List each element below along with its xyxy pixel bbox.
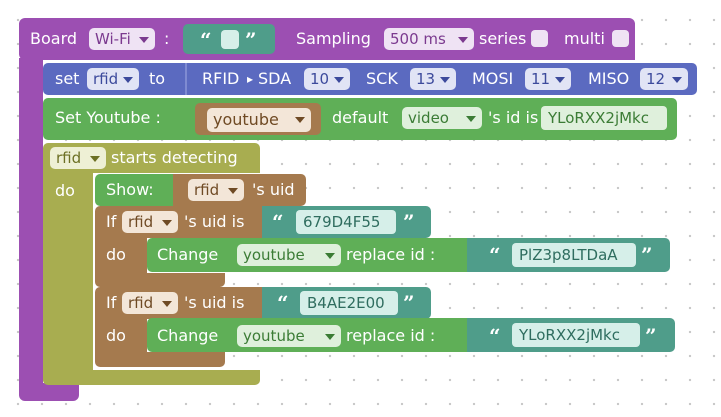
change-2-replace-label: replace id : (346, 326, 436, 345)
sampling-dropdown[interactable]: 500 ms (384, 28, 474, 50)
default-video-id-field[interactable]: YLoRXX2jMkc (541, 106, 667, 130)
quote-open-icon: “ (489, 324, 501, 348)
youtube-variable-dropdown[interactable]: youtube (207, 108, 311, 132)
if-block-1-spine (95, 236, 147, 280)
sampling-label: Sampling (296, 29, 371, 48)
change-1-id-field[interactable]: PlZ3p8LTDaA (512, 243, 636, 267)
detect-block-footer (43, 370, 260, 385)
to-label: to (149, 69, 166, 88)
starts-detecting-label: starts detecting (111, 148, 238, 167)
show-label: Show: (106, 180, 154, 199)
separator-icon: ▸ (247, 72, 254, 86)
miso-label: MISO (588, 69, 630, 88)
rfid-label: RFID (202, 69, 240, 88)
miso-pin-dropdown[interactable]: 12 (640, 68, 688, 90)
board-block-footer (19, 383, 79, 401)
if-2-uid-field[interactable]: B4AE2E00 (300, 291, 398, 315)
change-2-label: Change (157, 326, 219, 345)
if-1-label: If (106, 212, 117, 231)
default-label: default (332, 108, 389, 127)
if-1-uid-label: 's uid is (184, 212, 245, 231)
set-variable-dropdown[interactable]: rfid (87, 68, 139, 90)
detect-block-spine (43, 171, 93, 375)
if-2-do-label: do (106, 326, 126, 345)
if-2-uid-label: 's uid is (184, 293, 245, 312)
board-dropdown[interactable]: Wi-Fi (89, 28, 155, 50)
change-1-replace-label: replace id : (346, 245, 436, 264)
detect-do-label: do (55, 181, 75, 200)
quote-open-icon: “ (489, 243, 501, 267)
change-2-id-field[interactable]: YLoRXX2jMkc (512, 323, 640, 347)
set-label: set (55, 69, 80, 88)
multi-label: multi (564, 29, 605, 48)
if-1-variable-dropdown[interactable]: rfid (122, 211, 178, 233)
series-label: series (479, 29, 527, 48)
show-uid-label: 's uid (252, 180, 295, 199)
mosi-pin-dropdown[interactable]: 11 (525, 68, 571, 90)
if-2-variable-dropdown[interactable]: rfid (122, 292, 178, 314)
if-2-label: If (106, 293, 117, 312)
sck-label: SCK (366, 69, 398, 88)
if-block-2-footer (95, 352, 225, 367)
board-block-spine (19, 58, 43, 386)
video-type-dropdown[interactable]: video (402, 107, 482, 129)
quote-close-icon: ” (645, 324, 657, 348)
mosi-label: MOSI (472, 69, 514, 88)
if-1-do-label: do (106, 245, 126, 264)
quote-close-icon: ” (403, 291, 415, 315)
quote-close-icon: ” (403, 210, 415, 234)
if-1-uid-field[interactable]: 679D4F55 (296, 210, 396, 234)
quote-open-icon: “ (277, 291, 289, 315)
show-block[interactable] (95, 174, 175, 206)
quote-close-icon: ” (641, 243, 653, 267)
sda-label: SDA (258, 69, 292, 88)
if-block-1-footer (95, 273, 225, 287)
board-colon: : (164, 29, 170, 48)
board-label: Board (30, 29, 78, 48)
change-1-target-dropdown[interactable]: youtube (237, 244, 341, 266)
set-youtube-label: Set Youtube : (55, 108, 161, 127)
quote-open-icon: “ (200, 28, 212, 52)
series-checkbox[interactable] (531, 30, 548, 47)
id-is-label: 's id is (488, 108, 539, 127)
multi-checkbox[interactable] (612, 30, 629, 47)
change-1-label: Change (157, 245, 219, 264)
detect-variable-dropdown[interactable]: rfid (50, 147, 106, 169)
sck-pin-dropdown[interactable]: 13 (410, 68, 456, 90)
quote-open-icon: “ (272, 210, 284, 234)
change-2-target-dropdown[interactable]: youtube (237, 325, 341, 347)
sda-pin-dropdown[interactable]: 10 (304, 68, 350, 90)
show-variable-dropdown[interactable]: rfid (188, 179, 244, 201)
quote-close-icon: ” (245, 28, 257, 52)
wifi-name-input[interactable] (221, 30, 239, 49)
